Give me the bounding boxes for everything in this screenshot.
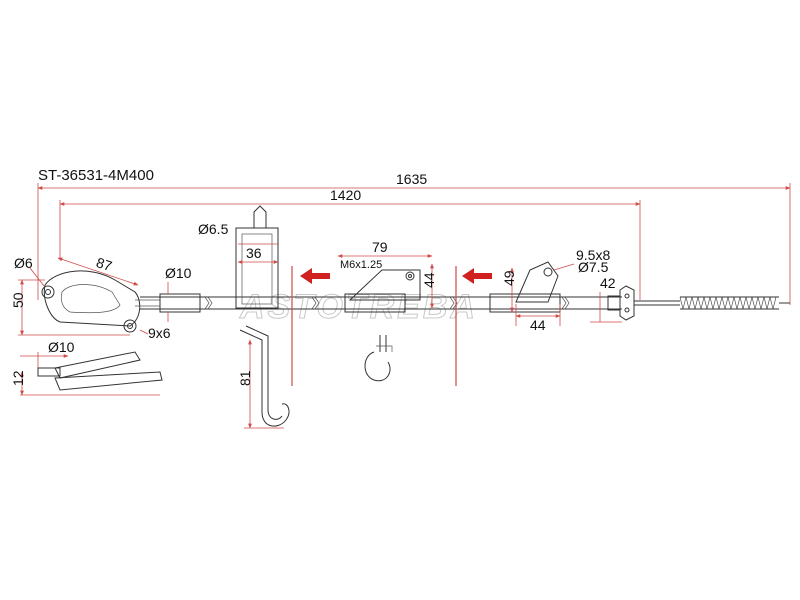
bracket-thread-value: M6x1.25 — [340, 259, 382, 271]
spring-coil-icon — [679, 296, 777, 310]
cable-dia-2-value: Ø10 — [48, 339, 75, 355]
clip-hole-dia-value: Ø6.5 — [198, 221, 229, 237]
hook-height-value: 81 — [237, 370, 253, 386]
slot-hole-icon — [543, 267, 553, 277]
bracket-length-value: 79 — [372, 239, 388, 255]
left-fitting-dimensions: Ø6 87 50 Ø10 9x6 — [10, 254, 192, 341]
end-hole-dia-value: Ø6 — [14, 255, 33, 271]
end-hole-icon — [41, 285, 55, 299]
slot-value: 9x6 — [148, 325, 171, 341]
dimension-total-length: 1635 — [37, 171, 791, 305]
end-height-value: 50 — [10, 292, 26, 308]
hook-part: 81 — [237, 325, 290, 429]
bracket2-width-value: 44 — [530, 317, 546, 333]
bracket-height-value: 44 — [421, 272, 437, 288]
inner-length-value: 1420 — [330, 187, 361, 203]
cable-body — [140, 293, 622, 313]
slot2-value: 9.5x8 — [576, 247, 610, 263]
arrow-left-icon — [462, 268, 492, 284]
bolt-hole-icon — [405, 271, 415, 281]
dimension-inner-length: 1420 — [59, 187, 641, 300]
left-end-fitting — [41, 270, 160, 333]
right-end-fitting: Ø7.5 42 — [578, 259, 790, 323]
end-length-value: 87 — [94, 254, 114, 274]
clip-width-value: 36 — [246, 245, 262, 261]
end-section-detail: Ø10 12 — [10, 339, 163, 396]
end-thickness-value: 12 — [10, 370, 26, 386]
clip-part: Ø6.5 36 — [198, 205, 279, 309]
section-marker-1 — [291, 266, 330, 386]
end-offset-value: 42 — [600, 275, 616, 291]
cable-dia-1-value: Ø10 — [165, 265, 192, 281]
section-marker-2 — [455, 266, 492, 386]
end-dia-value: Ø7.5 — [578, 259, 609, 275]
spring-clip — [364, 335, 393, 382]
total-length-value: 1635 — [396, 171, 427, 187]
bracket-1: 79 M6x1.25 44 — [337, 239, 437, 309]
arrow-left-icon — [300, 268, 330, 284]
part-number-label: ST-36531-4M400 — [38, 167, 154, 184]
bracket2-height-value: 49 — [501, 270, 517, 286]
bracket-2: 49 44 9.5x8 — [501, 247, 610, 333]
